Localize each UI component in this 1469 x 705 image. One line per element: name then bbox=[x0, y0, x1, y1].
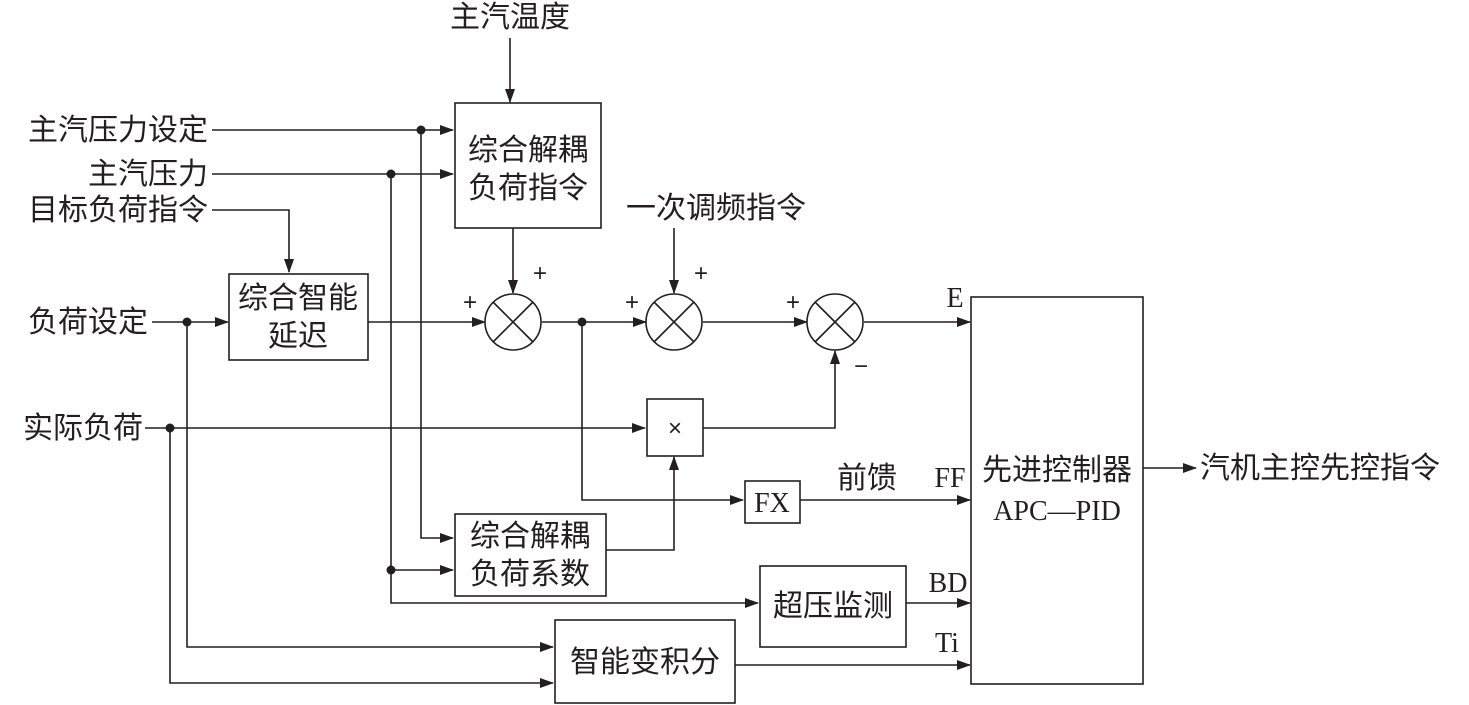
summing-junction-2 bbox=[645, 293, 703, 351]
label-main-steam-pressure: 主汽压力 bbox=[88, 157, 208, 192]
plus-sign: + bbox=[694, 260, 708, 287]
wire-target-to-delay bbox=[212, 209, 294, 273]
summing-junction-3 bbox=[806, 293, 864, 351]
block-label: 综合解耦 bbox=[470, 519, 590, 554]
block-label: 延迟 bbox=[268, 319, 328, 354]
minus-sign: − bbox=[854, 353, 868, 380]
block-advanced-controller: 先进控制器 APC—PID bbox=[970, 296, 1144, 685]
junction-node bbox=[416, 125, 426, 135]
input-labels: 主汽温度 主汽压力设定 主汽压力 目标负荷指令 负荷设定 实际负荷 一次调频指令 bbox=[23, 0, 806, 446]
block-label: 超压监测 bbox=[773, 589, 893, 624]
wire-sum1-to-fx bbox=[581, 322, 744, 505]
junction-nodes bbox=[165, 125, 587, 575]
junction-node bbox=[182, 317, 192, 327]
wire-multiplier-to-sum3 bbox=[703, 350, 840, 429]
block-label: 负荷指令 bbox=[468, 171, 588, 206]
block-label: FX bbox=[754, 488, 790, 519]
block-smart-variable-integral: 智能变积分 bbox=[554, 619, 736, 704]
label-main-steam-temp: 主汽温度 bbox=[450, 0, 570, 35]
signal-labels: E FF 前馈 BD Ti bbox=[837, 283, 967, 659]
junction-node bbox=[165, 423, 175, 433]
junction-node bbox=[386, 565, 396, 575]
plus-sign: + bbox=[625, 289, 639, 316]
plus-sign: + bbox=[786, 289, 800, 316]
block-label: 先进控制器 bbox=[982, 453, 1132, 488]
wire-p-to-coefficient bbox=[390, 174, 454, 575]
block-label: APC—PID bbox=[993, 496, 1121, 527]
label-load-setpoint: 负荷设定 bbox=[28, 305, 148, 340]
wire-coefficient-to-multiplier bbox=[606, 456, 679, 551]
block-overpressure-monitor: 超压监测 bbox=[759, 565, 907, 648]
signal-e: E bbox=[946, 283, 963, 314]
label-primary-frequency-command: 一次调频指令 bbox=[626, 191, 806, 226]
label-actual-load: 实际负荷 bbox=[23, 411, 143, 446]
label-pressure-setpoint: 主汽压力设定 bbox=[28, 113, 208, 148]
block-multiplier: × bbox=[646, 398, 704, 457]
block-smart-delay: 综合智能 延迟 bbox=[228, 273, 369, 361]
block-fx: FX bbox=[744, 480, 801, 524]
plus-sign: + bbox=[463, 289, 477, 316]
signal-ti: Ti bbox=[935, 628, 959, 659]
summing-junction-1 bbox=[484, 293, 542, 351]
wire-pset-to-coefficient bbox=[420, 130, 454, 543]
sum-signs: + + + + + − bbox=[463, 260, 868, 380]
block-decoupled-load-coefficient: 综合解耦 负荷系数 bbox=[454, 513, 607, 597]
block-label: 负荷系数 bbox=[470, 557, 590, 592]
wire-p-to-overpressure bbox=[390, 570, 759, 608]
block-label: 综合智能 bbox=[238, 281, 358, 316]
multiply-symbol: × bbox=[668, 415, 682, 442]
junction-node bbox=[386, 169, 396, 179]
signal-feedforward: 前馈 bbox=[837, 461, 897, 496]
plus-sign: + bbox=[533, 260, 547, 287]
block-label: 综合解耦 bbox=[468, 133, 588, 168]
signal-ff: FF bbox=[934, 463, 965, 494]
signal-bd: BD bbox=[929, 568, 968, 599]
wire-actual-to-integral bbox=[169, 428, 554, 688]
block-label: 智能变积分 bbox=[570, 645, 720, 680]
label-target-load-command: 目标负荷指令 bbox=[28, 193, 208, 228]
label-output-command: 汽机主控先控指令 bbox=[1200, 451, 1440, 486]
block-decoupled-load-command: 综合解耦 负荷指令 bbox=[454, 102, 602, 229]
wire-lset-to-integral bbox=[186, 322, 554, 652]
junction-node bbox=[577, 317, 587, 327]
